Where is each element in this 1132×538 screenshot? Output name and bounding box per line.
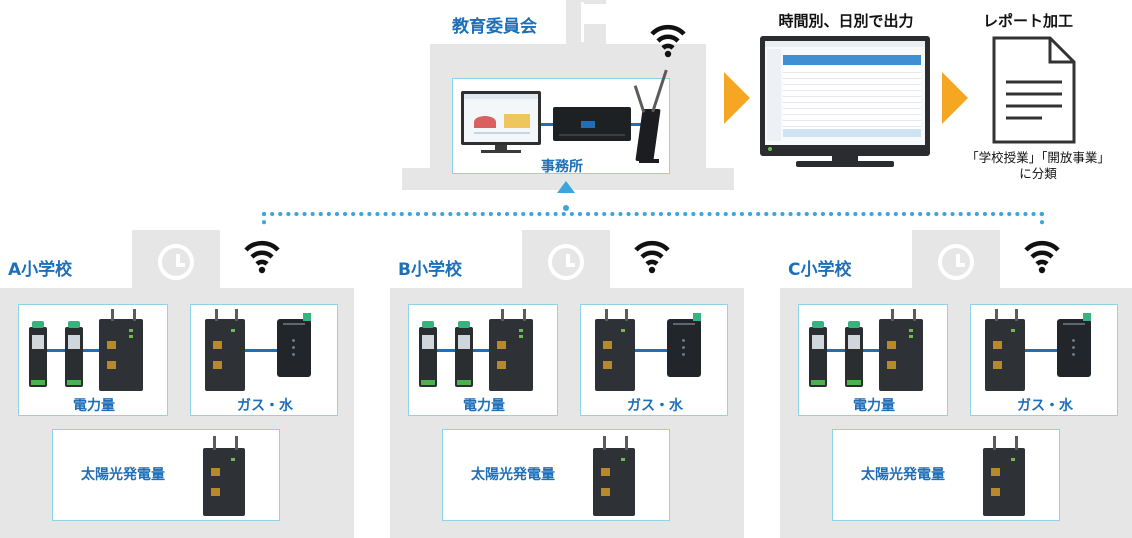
- power-meter: [419, 321, 437, 387]
- wifi-icon: [244, 240, 280, 274]
- document-icon: [992, 36, 1076, 144]
- device-antenna: [215, 309, 218, 321]
- report-caption-line2: に分類: [1019, 166, 1057, 181]
- router: [635, 109, 661, 161]
- network-line: [262, 212, 1044, 232]
- network-link: [631, 123, 645, 126]
- report-caption: 「学校授業」「開放事業」 に分類: [950, 150, 1126, 182]
- report-monitor: [760, 36, 930, 156]
- school-name: C小学校: [788, 260, 852, 280]
- router-antenna: [633, 85, 646, 113]
- gas-water-box: ガス・水: [580, 304, 728, 416]
- report-title: レポート加工: [982, 12, 1073, 30]
- pulse-counter: [667, 319, 701, 377]
- gateway-device: [205, 319, 245, 391]
- flag-icon: [581, 2, 618, 42]
- clock-icon: [548, 244, 584, 280]
- solar-box: 太陽光発電量: [832, 429, 1060, 521]
- gateway-device: [985, 319, 1025, 391]
- solar-box: 太陽光発電量: [52, 429, 280, 521]
- clock-icon: [938, 244, 974, 280]
- report-screen: [765, 41, 925, 145]
- gateway-device: [203, 448, 245, 516]
- device-antenna: [1015, 436, 1018, 450]
- network-link: [437, 349, 455, 352]
- device-antenna: [501, 309, 504, 321]
- device-antenna: [625, 309, 628, 321]
- office-title: 教育委員会: [452, 17, 537, 37]
- power-meter-box: 電力量: [18, 304, 168, 416]
- report-caption-line1: 「学校授業」「開放事業」: [966, 150, 1110, 165]
- device-antenna: [913, 309, 916, 321]
- solar-label: 太陽光発電量: [81, 467, 165, 483]
- solar-label: 太陽光発電量: [861, 467, 945, 483]
- pulse-counter: [277, 319, 311, 377]
- device-antenna: [523, 309, 526, 321]
- device-antenna: [995, 309, 998, 321]
- power-meter: [455, 321, 473, 387]
- device-antenna: [111, 309, 114, 321]
- power-meter-box: 電力量: [408, 304, 558, 416]
- network-link: [83, 349, 99, 352]
- network-link: [47, 349, 65, 352]
- power-meter: [809, 321, 827, 387]
- network-link: [541, 123, 555, 126]
- power-meter-box: 電力量: [798, 304, 948, 416]
- solar-label: 太陽光発電量: [471, 467, 555, 483]
- network-link: [473, 349, 489, 352]
- mini-pc: [553, 107, 631, 141]
- office-roof: [430, 44, 706, 66]
- monitor-title: 時間別、日別で出力: [778, 12, 914, 30]
- gas-water-box: ガス・水: [970, 304, 1118, 416]
- device-antenna: [605, 309, 608, 321]
- device-antenna: [133, 309, 136, 321]
- pulse-counter: [1057, 319, 1091, 377]
- wifi-icon: [1024, 240, 1060, 274]
- gateway-device: [983, 448, 1025, 516]
- office-equipment-box: 事務所: [452, 69, 670, 175]
- gateway-device: [593, 448, 635, 516]
- power-label: 電力量: [853, 398, 895, 414]
- network-link: [827, 349, 845, 352]
- power-meter: [845, 321, 863, 387]
- office-room-label: 事務所: [541, 159, 583, 175]
- clock-icon: [158, 244, 194, 280]
- gateway-device: [489, 319, 533, 391]
- device-antenna: [213, 436, 216, 450]
- gas-water-box: ガス・水: [190, 304, 338, 416]
- device-antenna: [235, 309, 238, 321]
- arrow-right-icon: [942, 72, 968, 124]
- device-antenna: [891, 309, 894, 321]
- gas-water-label: ガス・水: [1017, 398, 1073, 414]
- solar-box: 太陽光発電量: [442, 429, 670, 521]
- pc-monitor: [461, 91, 541, 145]
- wifi-icon: [650, 24, 686, 58]
- gas-water-label: ガス・水: [627, 398, 683, 414]
- network-link: [245, 349, 277, 352]
- power-meter: [29, 321, 47, 387]
- wifi-icon: [634, 240, 670, 274]
- gateway-device: [595, 319, 635, 391]
- gas-water-label: ガス・水: [237, 398, 293, 414]
- device-antenna: [1015, 309, 1018, 321]
- power-label: 電力量: [73, 398, 115, 414]
- device-antenna: [625, 436, 628, 450]
- gateway-device: [879, 319, 923, 391]
- arrow-right-icon: [724, 72, 750, 124]
- arrow-up-icon: [557, 181, 575, 211]
- power-meter: [65, 321, 83, 387]
- network-link: [1025, 349, 1057, 352]
- network-link: [635, 349, 667, 352]
- school-name: B小学校: [398, 260, 462, 280]
- gateway-device: [99, 319, 143, 391]
- power-label: 電力量: [463, 398, 505, 414]
- device-antenna: [235, 436, 238, 450]
- network-link: [863, 349, 879, 352]
- device-antenna: [603, 436, 606, 450]
- school-name: A小学校: [8, 260, 73, 280]
- device-antenna: [993, 436, 996, 450]
